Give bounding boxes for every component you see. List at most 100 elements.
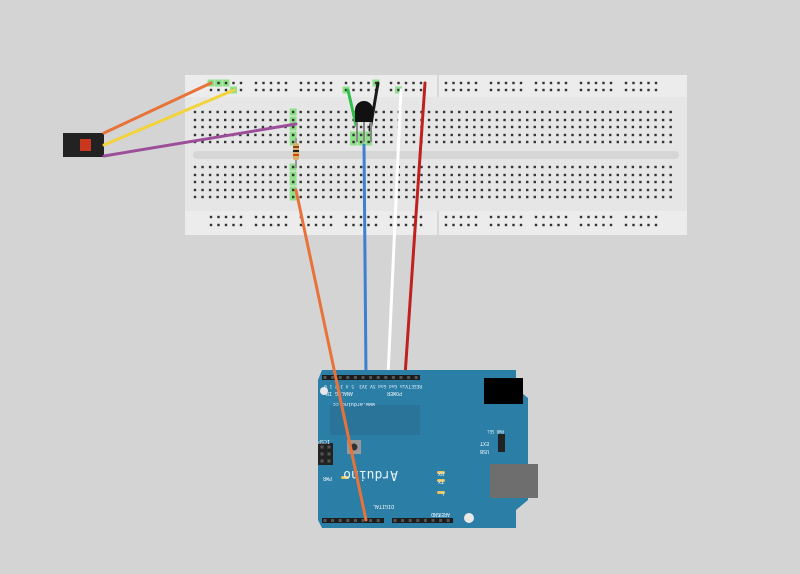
breadboard-hole[interactable]	[329, 215, 333, 219]
breadboard-hole[interactable]	[526, 188, 529, 192]
breadboard-hole[interactable]	[512, 88, 515, 92]
breadboard-hole[interactable]	[231, 118, 234, 122]
breadboard-hole[interactable]	[563, 195, 567, 199]
breadboard-hole[interactable]	[239, 180, 242, 184]
breadboard-hole[interactable]	[541, 173, 544, 177]
breadboard-hole[interactable]	[329, 125, 333, 129]
breadboard-hole[interactable]	[299, 81, 303, 85]
breadboard-hole[interactable]	[246, 180, 250, 184]
breadboard-hole[interactable]	[382, 165, 385, 169]
header-pin[interactable]	[320, 459, 324, 463]
breadboard-hole[interactable]	[435, 165, 438, 169]
breadboard-hole[interactable]	[661, 110, 665, 114]
breadboard-hole[interactable]	[337, 133, 340, 137]
breadboard-hole[interactable]	[224, 110, 227, 114]
breadboard-hole[interactable]	[639, 140, 642, 144]
breadboard-hole[interactable]	[601, 173, 604, 177]
breadboard-hole[interactable]	[541, 125, 544, 129]
breadboard-hole[interactable]	[269, 173, 272, 177]
breadboard-hole[interactable]	[269, 165, 272, 169]
breadboard-hole[interactable]	[322, 125, 325, 129]
header-pin[interactable]	[369, 519, 373, 522]
breadboard-hole[interactable]	[465, 125, 468, 129]
breadboard-hole[interactable]	[419, 223, 423, 227]
breadboard-hole[interactable]	[390, 188, 393, 192]
breadboard-hole[interactable]	[669, 180, 672, 184]
breadboard-hole[interactable]	[276, 180, 280, 184]
breadboard-hole[interactable]	[322, 110, 325, 114]
breadboard-hole[interactable]	[473, 188, 476, 192]
breadboard-hole[interactable]	[616, 140, 619, 144]
breadboard-hole[interactable]	[322, 88, 325, 92]
breadboard-hole[interactable]	[344, 165, 348, 169]
breadboard-hole[interactable]	[277, 215, 280, 219]
breadboard-hole[interactable]	[201, 195, 204, 199]
breadboard-hole[interactable]	[526, 133, 529, 137]
breadboard-hole[interactable]	[579, 88, 583, 92]
breadboard-hole[interactable]	[216, 125, 219, 129]
breadboard-hole[interactable]	[586, 188, 589, 192]
breadboard-hole[interactable]	[254, 88, 258, 92]
breadboard-hole[interactable]	[427, 165, 431, 169]
header-pin[interactable]	[393, 519, 397, 522]
breadboard-hole[interactable]	[208, 173, 212, 177]
breadboard-hole[interactable]	[510, 110, 514, 114]
breadboard-hole[interactable]	[420, 180, 423, 184]
breadboard-hole[interactable]	[367, 133, 370, 137]
breadboard-hole[interactable]	[586, 125, 589, 129]
breadboard-hole[interactable]	[232, 223, 235, 227]
breadboard-hole[interactable]	[616, 188, 619, 192]
breadboard-hole[interactable]	[284, 180, 287, 184]
breadboard-hole[interactable]	[390, 165, 393, 169]
breadboard-hole[interactable]	[352, 195, 355, 199]
breadboard-hole[interactable]	[654, 215, 658, 219]
breadboard-hole[interactable]	[261, 110, 265, 114]
breadboard-hole[interactable]	[337, 140, 340, 144]
breadboard-hole[interactable]	[224, 81, 228, 85]
breadboard-hole[interactable]	[314, 180, 317, 184]
breadboard-hole[interactable]	[504, 223, 508, 227]
breadboard-hole[interactable]	[609, 88, 613, 92]
breadboard-hole[interactable]	[216, 195, 219, 199]
breadboard-hole[interactable]	[367, 195, 370, 199]
breadboard-hole[interactable]	[661, 173, 665, 177]
breadboard-hole[interactable]	[593, 133, 597, 137]
breadboard-hole[interactable]	[602, 223, 605, 227]
breadboard-hole[interactable]	[654, 223, 658, 227]
breadboard-hole[interactable]	[307, 165, 310, 169]
breadboard-hole[interactable]	[314, 81, 318, 85]
breadboard-hole[interactable]	[442, 180, 446, 184]
breadboard-hole[interactable]	[276, 118, 280, 122]
breadboard-hole[interactable]	[533, 173, 536, 177]
breadboard-hole[interactable]	[427, 180, 431, 184]
breadboard-hole[interactable]	[639, 81, 643, 85]
breadboard-hole[interactable]	[208, 110, 212, 114]
breadboard-hole[interactable]	[639, 118, 642, 122]
breadboard-hole[interactable]	[382, 140, 385, 144]
breadboard-hole[interactable]	[284, 215, 288, 219]
breadboard-hole[interactable]	[299, 133, 302, 137]
breadboard-hole[interactable]	[254, 180, 257, 184]
breadboard-hole[interactable]	[254, 110, 257, 114]
breadboard-hole[interactable]	[631, 188, 635, 192]
breadboard-hole[interactable]	[208, 118, 212, 122]
breadboard-hole[interactable]	[669, 188, 672, 192]
breadboard-hole[interactable]	[291, 188, 295, 192]
breadboard-hole[interactable]	[367, 215, 370, 219]
breadboard-hole[interactable]	[291, 125, 295, 129]
breadboard-hole[interactable]	[299, 188, 302, 192]
breadboard-hole[interactable]	[533, 110, 536, 114]
breadboard-hole[interactable]	[291, 140, 295, 144]
breadboard-hole[interactable]	[557, 81, 560, 85]
breadboard-hole[interactable]	[542, 88, 545, 92]
breadboard-hole[interactable]	[601, 195, 604, 199]
breadboard-hole[interactable]	[624, 180, 627, 184]
breadboard-hole[interactable]	[284, 110, 287, 114]
breadboard-hole[interactable]	[254, 81, 258, 85]
breadboard-hole[interactable]	[375, 180, 378, 184]
breadboard-hole[interactable]	[593, 110, 597, 114]
breadboard-hole[interactable]	[329, 140, 333, 144]
breadboard-hole[interactable]	[239, 215, 243, 219]
breadboard-hole[interactable]	[542, 215, 545, 219]
header-pin[interactable]	[361, 376, 365, 379]
